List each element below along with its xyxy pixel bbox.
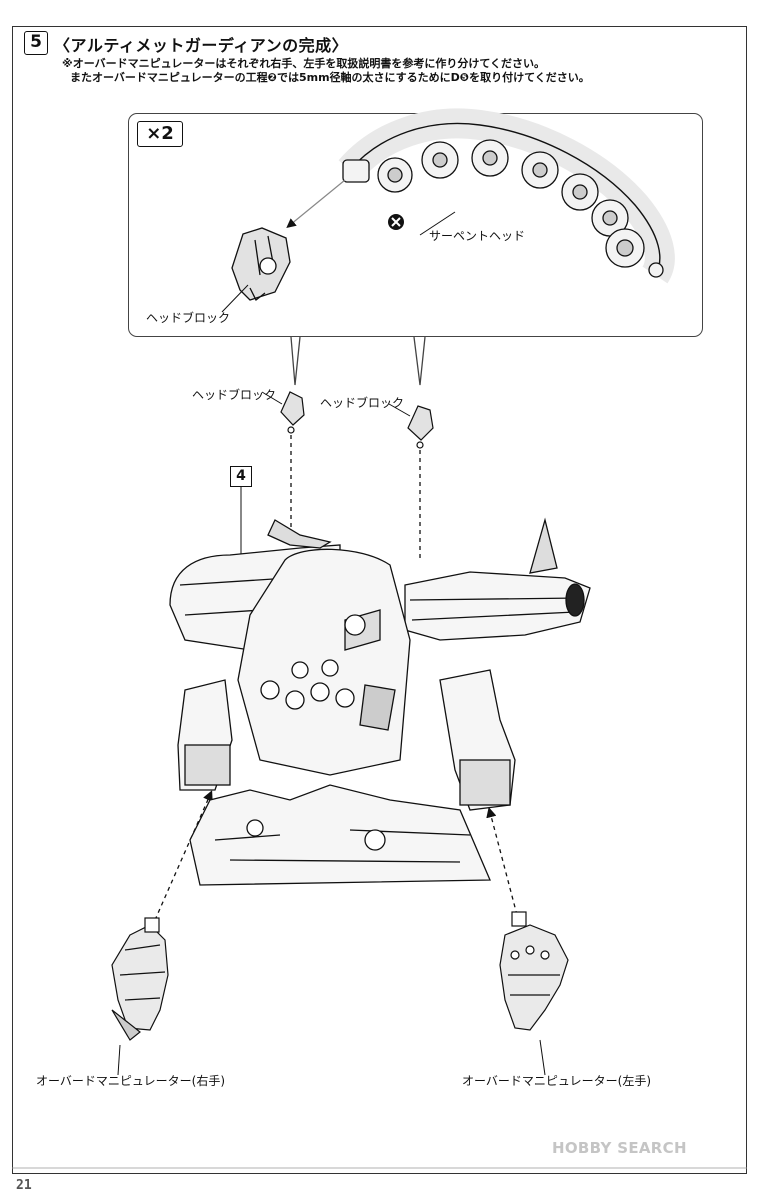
- head-block-small-left: [280, 391, 305, 434]
- multiplier-box: ×2: [137, 121, 183, 147]
- remove-x-mark: [388, 214, 404, 230]
- manipulator-left-drawing: [499, 911, 569, 1031]
- main-body-drawing: [169, 517, 591, 886]
- assembly-guide-lines: [154, 435, 518, 921]
- inset-head-block-label: ヘッドブロック: [146, 311, 231, 325]
- watermark: HOBBY SEARCH: [552, 1139, 687, 1157]
- head-block-small-right: [407, 405, 434, 449]
- page-number: 21: [16, 1178, 32, 1193]
- head-block-right-label: ヘッドブロック: [320, 396, 405, 410]
- manipulator-right-label: オーバードマニピュレーター(右手): [36, 1074, 226, 1088]
- page-frame: [12, 26, 747, 1174]
- step-note-line-1: ※オーバードマニピュレーターはそれぞれ右手、左手を取扱説明書を参考に作り分けてく…: [62, 57, 546, 70]
- step-number-box: 5: [24, 31, 48, 55]
- step-title: 〈アルティメットガーディアンの完成〉: [54, 36, 349, 55]
- head-block-inset-drawing: [231, 227, 291, 301]
- step-note-line-2: またオーバードマニピュレーターの工程❷では5mm径軸の太さにするためにD❺を取り…: [70, 71, 590, 84]
- manipulator-right-drawing: [111, 917, 169, 1041]
- serpent-head-label: サーペントヘッド: [429, 229, 526, 243]
- inset-callout-lines: [290, 336, 426, 386]
- head-block-left-label: ヘッドブロック: [192, 388, 277, 402]
- manipulator-left-label: オーバードマニピュレーター(左手): [462, 1074, 652, 1088]
- serpent-head-drawing: [338, 108, 675, 284]
- subassembly-number-box: 4: [230, 466, 252, 487]
- serpent-head-leader: [419, 211, 456, 236]
